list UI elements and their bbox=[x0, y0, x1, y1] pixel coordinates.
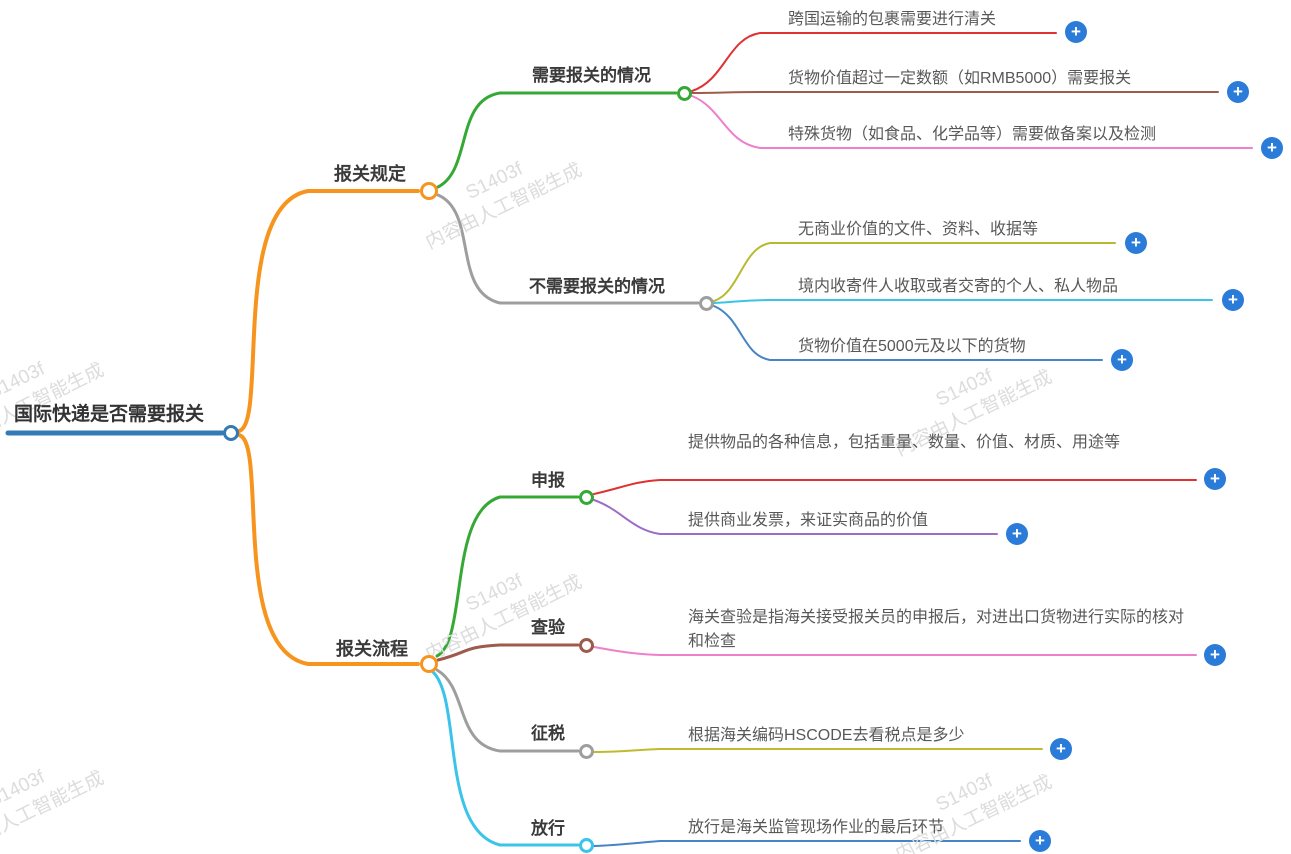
plus-icon[interactable]: + bbox=[1227, 81, 1249, 103]
edge-leaf-value-over bbox=[691, 91, 1219, 94]
node-inspect-dot[interactable] bbox=[579, 638, 594, 653]
leaf-hscode-text[interactable]: 根据海关编码HSCODE去看税点是多少 bbox=[688, 727, 965, 744]
edge-root-to-declaration-process bbox=[237, 433, 420, 666]
plus-icon[interactable]: + bbox=[1261, 137, 1283, 159]
edge-leaf-no-commercial-value bbox=[713, 242, 1116, 302]
plus-icon[interactable]: + bbox=[1065, 21, 1087, 43]
edge-leaf-under-5000 bbox=[713, 305, 1103, 361]
plus-icon[interactable]: + bbox=[1111, 349, 1133, 371]
leaf-special-goods-text[interactable]: 特殊货物（如食品、化学品等）需要做备案以及检测 bbox=[788, 126, 1157, 143]
edge-rules-to-no-need-declare bbox=[436, 193, 700, 305]
plus-icon[interactable]: + bbox=[1125, 232, 1147, 254]
leaf-domestic-personal-text[interactable]: 境内收寄件人收取或者交寄的个人、私人物品 bbox=[798, 278, 1119, 295]
node-inspect-label[interactable]: 查验 bbox=[531, 618, 565, 637]
branch-declaration-process-label[interactable]: 报关流程 bbox=[336, 639, 408, 659]
branch-declaration-rules-dot[interactable] bbox=[420, 182, 438, 200]
edge-process-to-tax bbox=[435, 668, 580, 753]
leaf-crossborder-text[interactable]: 跨国运输的包裹需要进行清关 bbox=[788, 11, 997, 28]
node-declare-label[interactable]: 申报 bbox=[531, 471, 565, 490]
plus-icon[interactable]: + bbox=[1204, 468, 1226, 490]
edge-leaf-special-goods bbox=[691, 95, 1253, 149]
root-node-label[interactable]: 国际快递是否需要报关 bbox=[14, 404, 205, 425]
edge-leaf-crossborder bbox=[691, 32, 1057, 92]
edge-leaf-release-final bbox=[593, 840, 1021, 847]
plus-icon[interactable]: + bbox=[1204, 644, 1226, 666]
root-node-dot[interactable] bbox=[223, 425, 239, 441]
edge-leaf-customs-check bbox=[593, 646, 1197, 656]
leaf-release-final-text[interactable]: 放行是海关监管现场作业的最后环节 bbox=[688, 819, 945, 836]
plus-icon[interactable]: + bbox=[1006, 523, 1028, 545]
node-release-label[interactable]: 放行 bbox=[531, 819, 565, 838]
plus-icon[interactable]: + bbox=[1222, 289, 1244, 311]
node-no-need-declare-dot[interactable] bbox=[699, 296, 714, 311]
node-no-need-declare-label[interactable]: 不需要报关的情况 bbox=[529, 277, 665, 296]
edge-leaf-domestic-personal bbox=[713, 299, 1213, 304]
node-declare-dot[interactable] bbox=[579, 490, 594, 505]
branch-declaration-rules-label[interactable]: 报关规定 bbox=[334, 164, 406, 184]
node-need-declare-label[interactable]: 需要报关的情况 bbox=[532, 66, 651, 85]
leaf-under-5000-text[interactable]: 货物价值在5000元及以下的货物 bbox=[798, 338, 1026, 355]
edge-process-to-inspect bbox=[436, 643, 580, 662]
node-release-dot[interactable] bbox=[579, 838, 594, 853]
leaf-invoice-text[interactable]: 提供商业发票，来证实商品的价值 bbox=[688, 512, 929, 529]
node-tax-label[interactable]: 征税 bbox=[531, 724, 565, 743]
edge-root-to-declaration-rules bbox=[237, 189, 420, 433]
plus-icon[interactable]: + bbox=[1029, 830, 1051, 852]
edge-rules-to-need-declare bbox=[436, 91, 678, 189]
branch-declaration-process-dot[interactable] bbox=[420, 655, 438, 673]
node-need-declare-dot[interactable] bbox=[677, 86, 692, 101]
leaf-value-over-text[interactable]: 货物价值超过一定数额（如RMB5000）需要报关 bbox=[788, 70, 1132, 87]
edge-process-to-release bbox=[431, 670, 580, 847]
edge-leaf-hscode bbox=[593, 748, 1043, 753]
leaf-item-info-text[interactable]: 提供物品的各种信息，包括重量、数量、价值、材质、用途等 bbox=[688, 434, 1121, 451]
edge-leaf-item-info bbox=[593, 479, 1197, 495]
leaf-no-commercial-value-text[interactable]: 无商业价值的文件、资料、收据等 bbox=[798, 221, 1039, 238]
node-tax-dot[interactable] bbox=[579, 744, 594, 759]
plus-icon[interactable]: + bbox=[1050, 738, 1072, 760]
leaf-customs-check-text[interactable]: 海关查验是指海关接受报关员的申报后，对进出口货物进行实际的核对和检查 bbox=[688, 609, 1185, 650]
edge-process-to-declare bbox=[435, 495, 580, 658]
edge-leaf-invoice bbox=[593, 499, 998, 535]
